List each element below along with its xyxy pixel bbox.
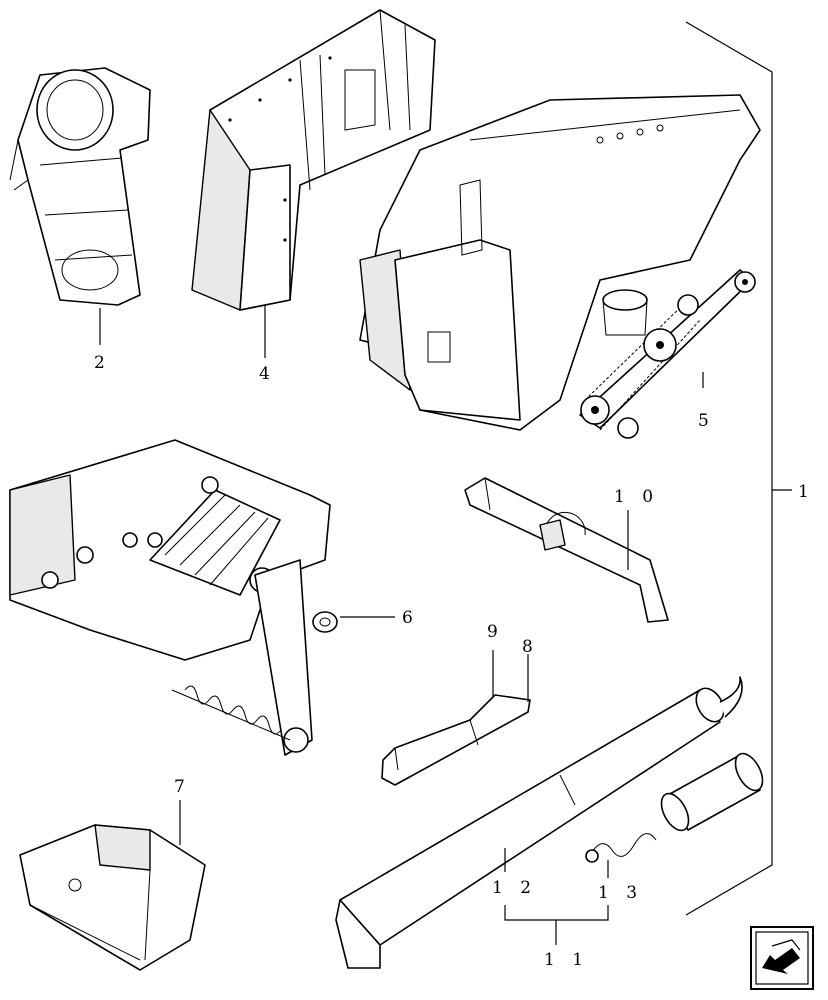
part-12-unload-tube[interactable] [335,676,743,969]
callout-10: 1 0 [614,487,659,507]
part-7-deflector[interactable] [19,824,206,971]
callout-1-bracket [685,21,773,916]
part-5-belt-drive[interactable] [579,269,756,439]
part-6-auger[interactable] [171,685,291,741]
part-13-auger-tube[interactable] [585,749,768,863]
callout-4: 4 [259,364,276,384]
part-4-shield[interactable] [191,9,436,311]
part-2-chute[interactable] [9,67,151,306]
callout-13: 1 3 [598,883,643,903]
callout-12: 1 2 [492,878,537,898]
callout-9: 9 [487,622,504,642]
callout-6: 6 [402,608,419,628]
callout-8: 8 [522,637,539,657]
arrow-back-icon[interactable] [750,926,814,990]
callout-11: 1 1 [544,950,589,970]
part-9-cover-plate[interactable] [381,694,531,786]
part-1-housing[interactable] [359,94,761,431]
callout-7: 7 [174,777,191,797]
part-10-channel[interactable] [464,477,669,623]
callout-2: 2 [94,353,111,373]
callout-5: 5 [698,411,715,431]
part-6-elevator-frame[interactable] [9,439,338,756]
callout-1: 1 [798,482,815,502]
